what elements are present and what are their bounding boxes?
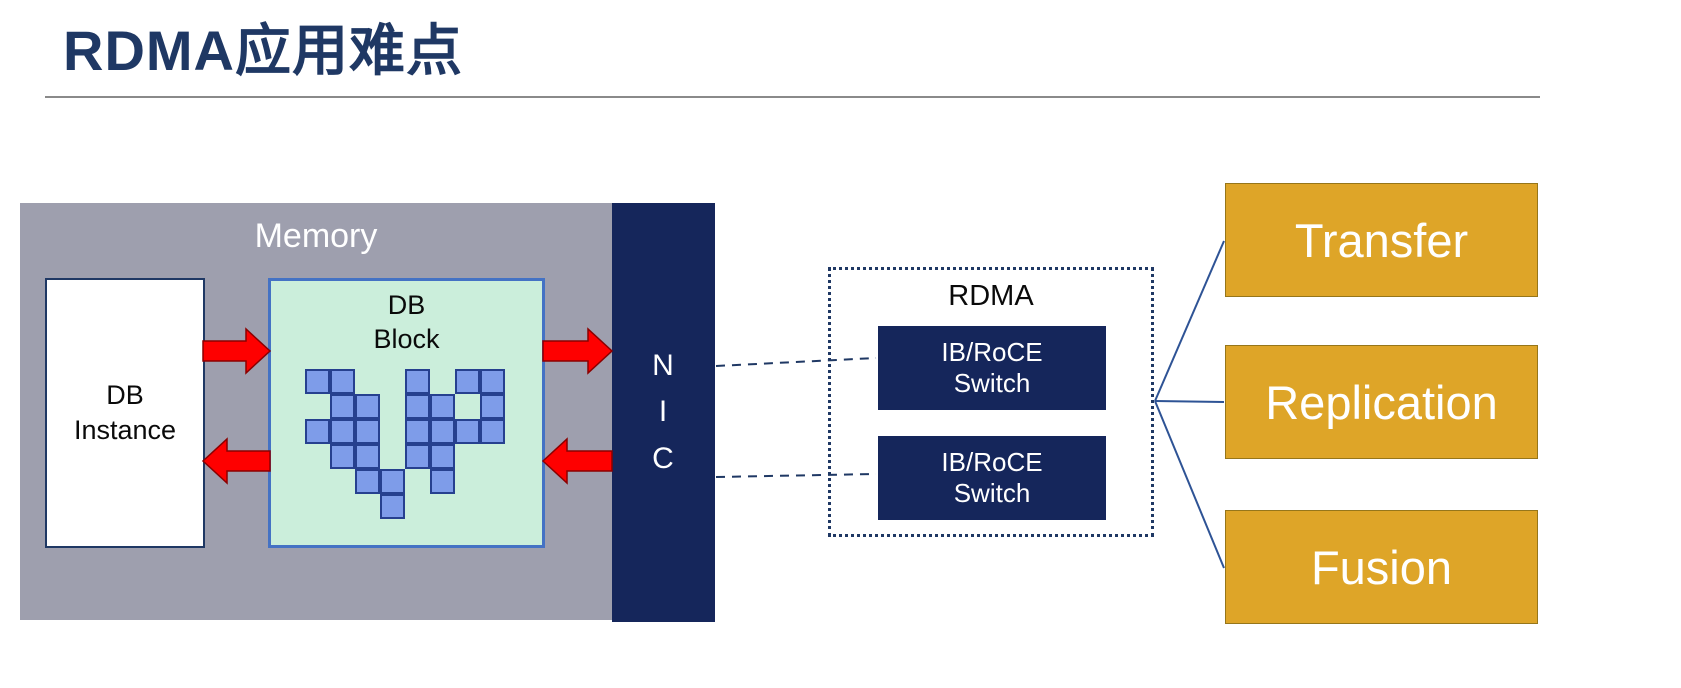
db-block-square — [405, 394, 430, 419]
db-block-box: DB Block — [268, 278, 545, 548]
rdma-label: RDMA — [948, 280, 1034, 312]
output-fusion-box: Fusion — [1225, 510, 1538, 624]
db-block-square — [405, 419, 430, 444]
db-block-pattern — [305, 369, 505, 519]
db-block-square — [480, 394, 505, 419]
page-title: RDMA应用难点 — [63, 19, 463, 82]
db-block-square — [330, 394, 355, 419]
db-block-square — [305, 419, 330, 444]
nic-box: N I C — [612, 203, 715, 622]
db-block-square — [355, 469, 380, 494]
link-rdma-replication — [1154, 400, 1225, 403]
db-block-square — [405, 369, 430, 394]
link-rdma-transfer — [1154, 240, 1225, 402]
link-rdma-fusion — [1154, 400, 1225, 569]
ib-roce-switch-bottom: IB/RoCE Switch — [878, 436, 1106, 520]
title-divider — [45, 96, 1540, 98]
db-block-square — [355, 444, 380, 469]
db-block-square — [430, 469, 455, 494]
db-block-square — [380, 494, 405, 519]
db-instance-box: DB Instance — [45, 278, 205, 548]
db-block-label: DB Block — [373, 290, 440, 354]
db-block-square — [330, 444, 355, 469]
db-block-square — [430, 419, 455, 444]
db-block-square — [430, 394, 455, 419]
db-block-square — [480, 369, 505, 394]
db-block-square — [455, 369, 480, 394]
db-block-square — [405, 444, 430, 469]
db-block-square — [430, 444, 455, 469]
db-block-square — [355, 419, 380, 444]
rdma-group-box: RDMA IB/RoCE Switch IB/RoCE Switch — [828, 267, 1154, 537]
output-replication-box: Replication — [1225, 345, 1538, 459]
memory-label: Memory — [254, 217, 378, 255]
db-block-square — [380, 469, 405, 494]
db-block-square — [330, 369, 355, 394]
output-transfer-box: Transfer — [1225, 183, 1538, 297]
db-block-square — [305, 369, 330, 394]
db-block-square — [480, 419, 505, 444]
db-block-square — [455, 419, 480, 444]
db-block-square — [330, 419, 355, 444]
db-block-square — [355, 394, 380, 419]
ib-roce-switch-top: IB/RoCE Switch — [878, 326, 1106, 410]
